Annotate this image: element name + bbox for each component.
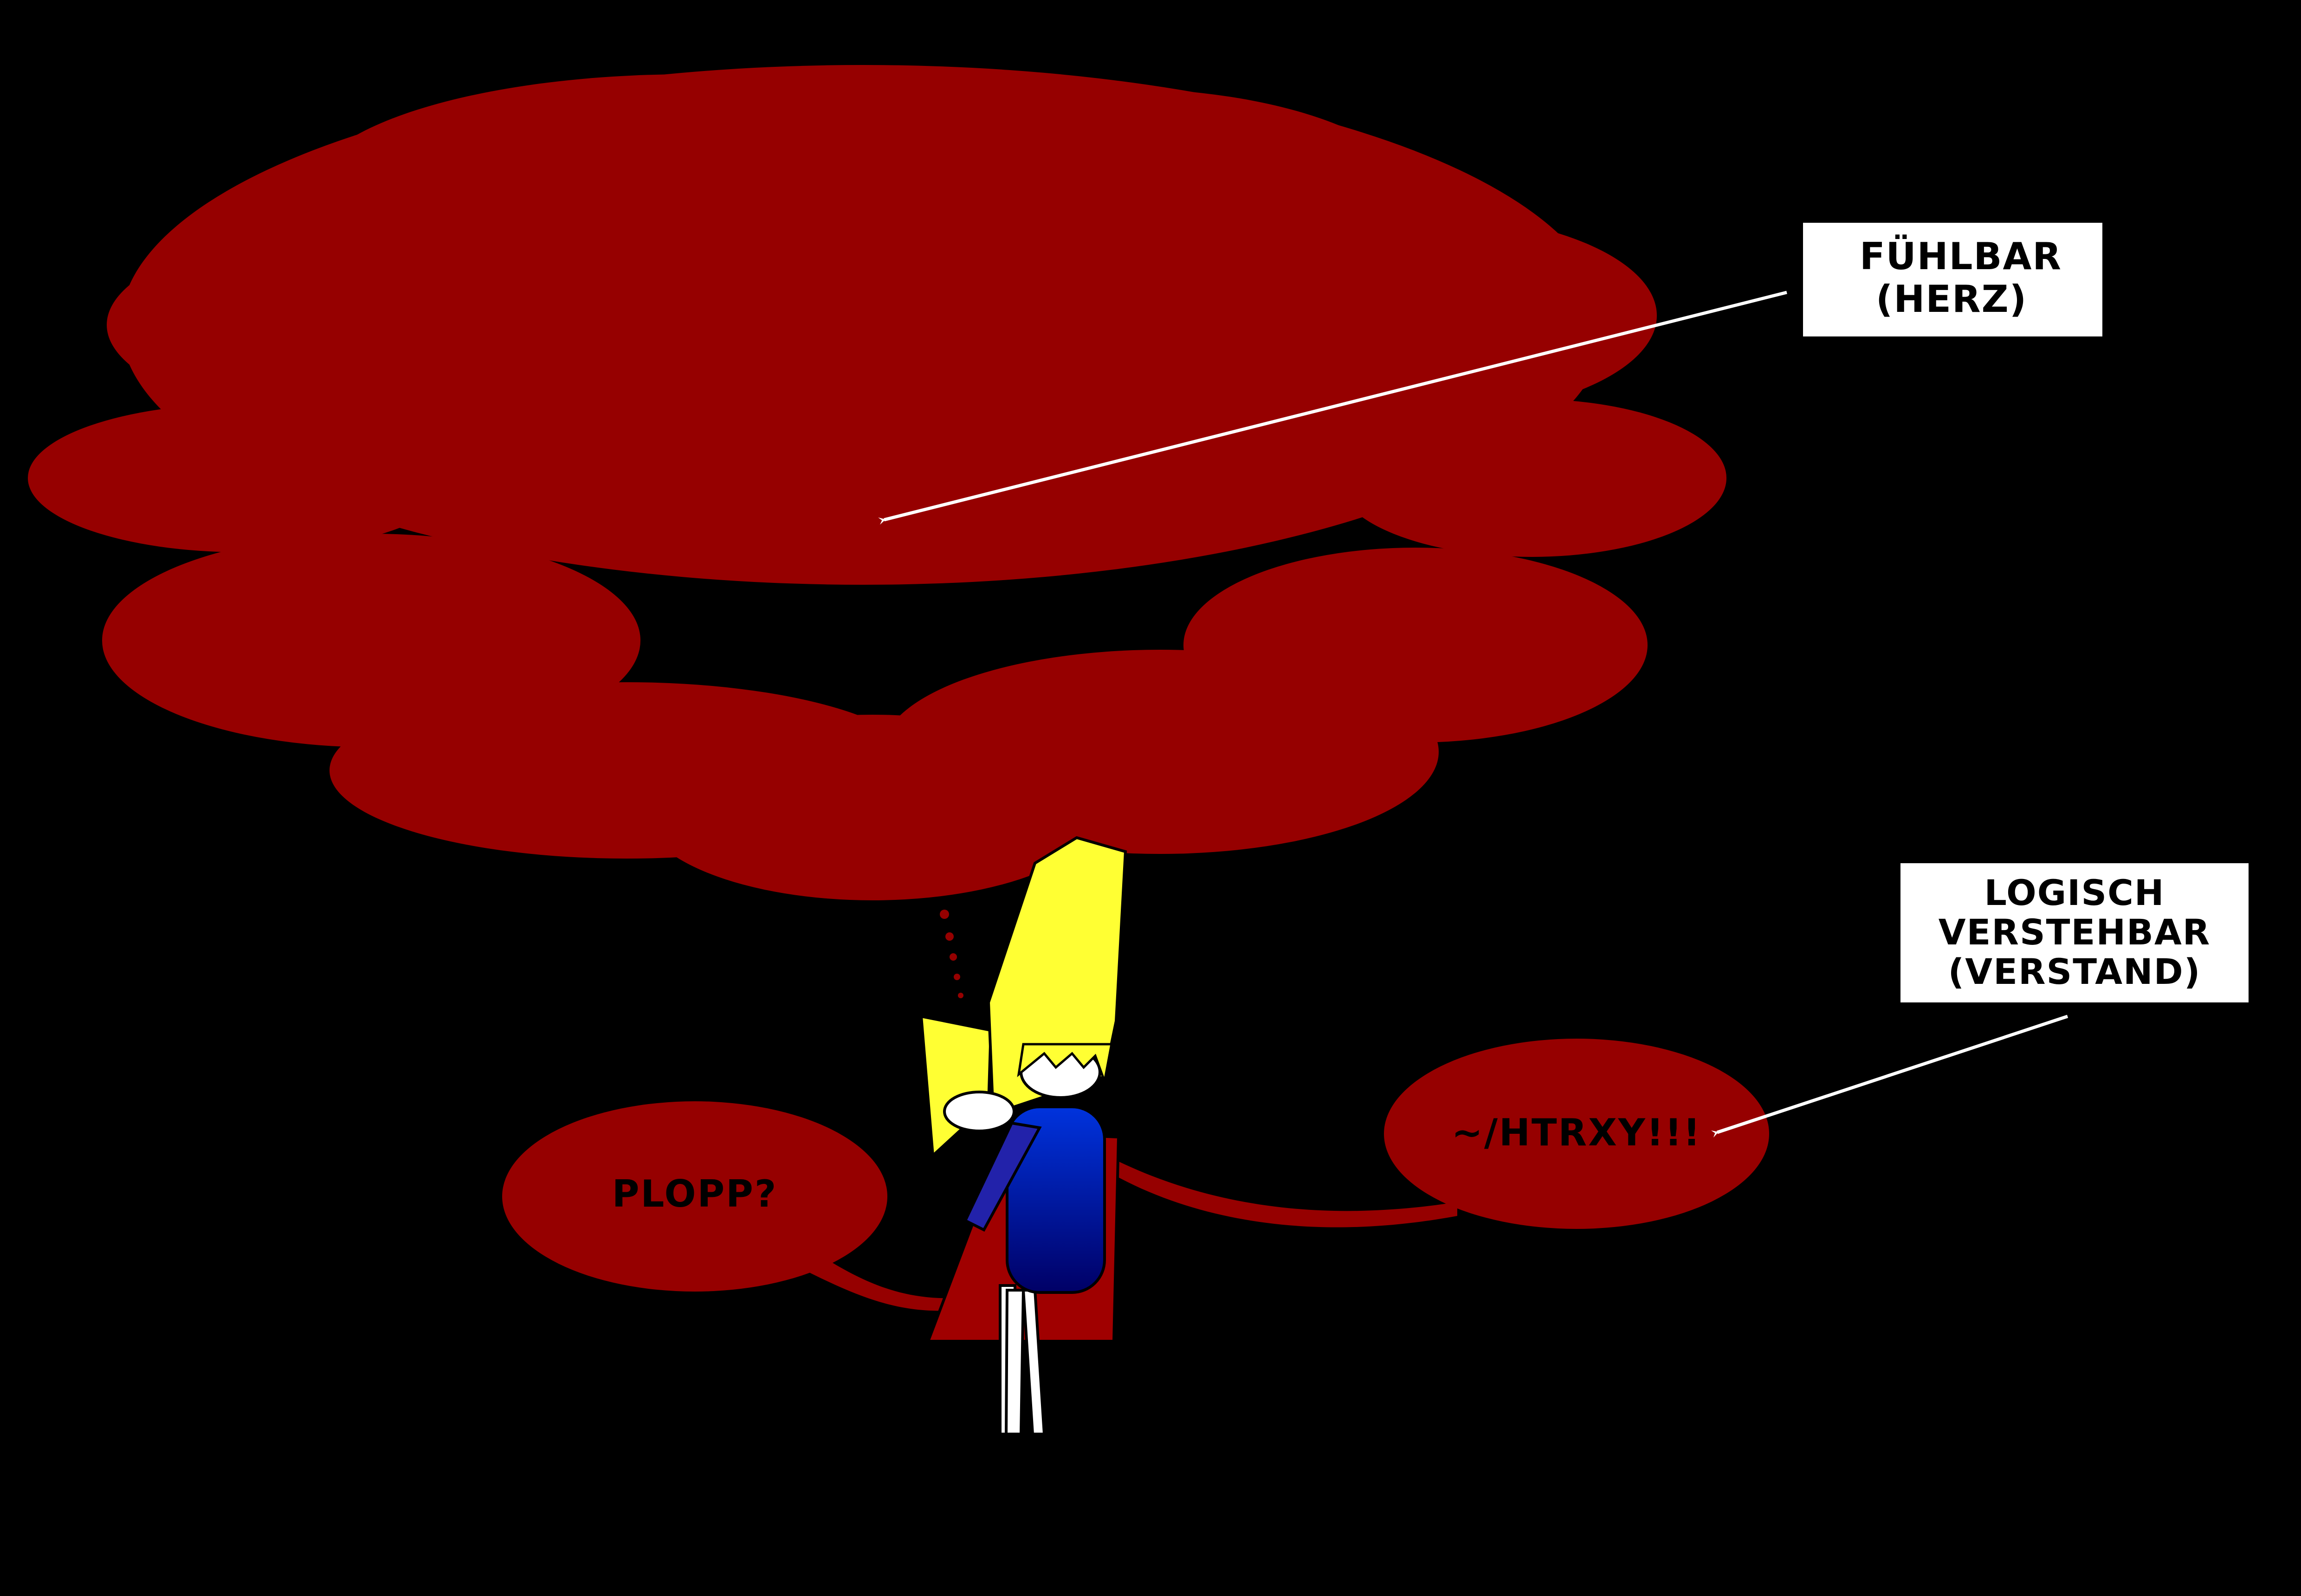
label-mind-line2: VERSTEHBAR [1939, 911, 2211, 953]
person-arm [963, 1121, 1042, 1232]
label-heart-line2: (HERZ) [1876, 278, 2027, 321]
label-mind-line1: LOGISCH [1984, 872, 2165, 913]
person-body [1006, 1105, 1106, 1294]
speech-bubble-right: ~/HTRXY!!! [1077, 1039, 1769, 1229]
speech-bubble-left: PLOPP? [502, 1101, 1016, 1311]
person-hair-fringe [1017, 1043, 1113, 1086]
label-heart: FÜHLBAR (HERZ) [1803, 223, 2102, 336]
person-leg-inner [1004, 1289, 1025, 1435]
person-collar [943, 1091, 1015, 1132]
speech-bubble-left-tail [808, 1253, 1016, 1311]
large-thought-cloud [28, 65, 1726, 900]
thought-bubble-dots [940, 910, 963, 998]
heart-arrow [878, 291, 1787, 525]
speech-bubble-left-text: PLOPP? [612, 1172, 777, 1215]
speech-bubble-right-text: ~/HTRXY!!! [1452, 1111, 1701, 1154]
speech-bubble-right-tail [1077, 1142, 1457, 1228]
label-heart-box [1803, 223, 2102, 336]
label-mind-box [1900, 863, 2249, 1002]
label-mind-line3: (VERSTAND) [1948, 951, 2201, 992]
mind-arrow [1711, 1014, 2068, 1138]
blonde-person-back-view [919, 836, 1127, 1435]
label-heart-line1: FÜHLBAR [1860, 234, 2062, 278]
label-mind: LOGISCH VERSTEHBAR (VERSTAND) [1900, 863, 2249, 1002]
